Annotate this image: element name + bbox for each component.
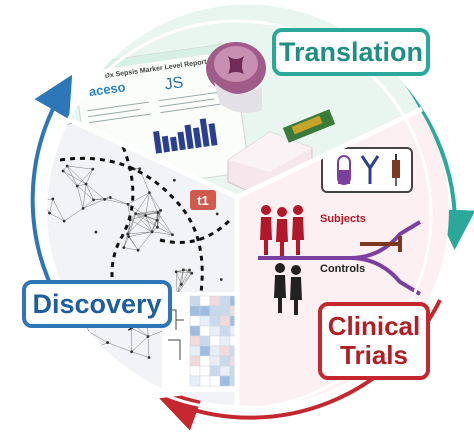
subjects-label: Subjects [320,213,366,225]
aceso-logo: aceso [88,79,127,99]
antibody-icon [360,155,380,184]
js-logo: JS [164,74,185,93]
subjects-group [260,205,304,257]
translation-text: Translation [278,36,424,67]
clinical-text-line1: Clinical [327,311,421,341]
network-badge: t1 [190,190,216,210]
flow-arrow-icon [258,220,422,296]
syringe-icon [392,154,400,186]
drug-icons [321,147,413,193]
translation-label: Translation [272,28,430,76]
discovery-text: Discovery [32,288,162,319]
network-badge-label: t1 [197,193,209,208]
controls-group [274,263,302,315]
capsule-icon [337,155,351,185]
clinical-text-line2: Trials [340,340,408,370]
discovery-cycle-arrow [30,74,73,301]
clinical-trials-label: Clinical Trials [318,302,430,380]
sample-device [206,42,266,113]
discovery-label: Discovery [22,280,172,328]
controls-label: Controls [320,263,365,275]
